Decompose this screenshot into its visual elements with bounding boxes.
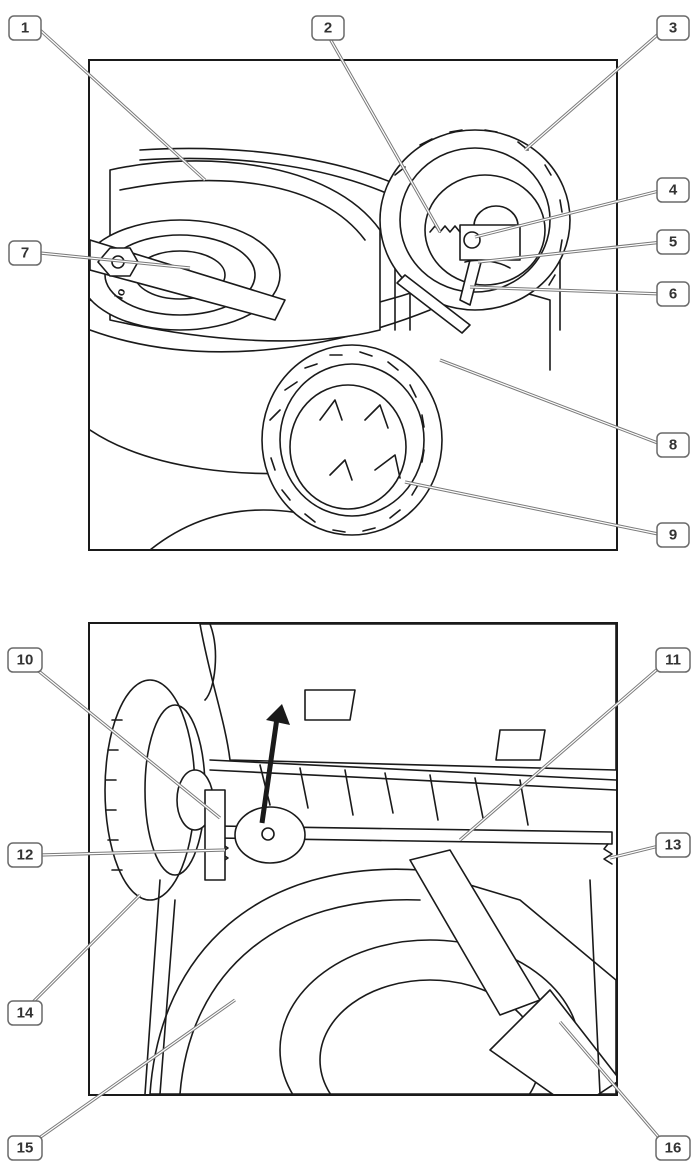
callout-16: 16	[655, 1135, 691, 1161]
callout-15: 15	[7, 1135, 43, 1161]
callout-12: 12	[7, 842, 43, 868]
svg-text:8: 8	[669, 437, 677, 454]
blade-marking: io	[112, 286, 129, 301]
callout-1: 1	[8, 15, 42, 41]
callout-6: 6	[656, 281, 690, 307]
svg-text:10: 10	[17, 652, 34, 669]
callout-9: 9	[656, 522, 690, 548]
svg-text:3: 3	[669, 20, 677, 37]
axle-pin	[463, 231, 481, 249]
svg-text:9: 9	[669, 527, 677, 544]
svg-text:7: 7	[21, 245, 29, 262]
upper-housing	[199, 624, 616, 771]
right-spring	[603, 843, 613, 865]
callout-8: 8	[656, 432, 690, 458]
svg-text:13: 13	[665, 837, 682, 854]
callout-13: 13	[655, 832, 691, 858]
svg-text:11: 11	[665, 652, 681, 669]
callout-14: 14	[7, 1000, 43, 1026]
front-wheel-hub	[289, 384, 407, 510]
handle-bar	[489, 989, 616, 1094]
axle-rod	[396, 274, 471, 334]
svg-text:14: 14	[17, 1005, 34, 1022]
lift-arrow-head	[266, 704, 290, 725]
housing-tab-left	[304, 689, 356, 721]
callout-4: 4	[656, 177, 690, 203]
callout-3: 3	[656, 15, 690, 41]
callout-lines	[23, 28, 670, 1150]
svg-text:2: 2	[324, 20, 332, 37]
callout-7: 7	[8, 240, 42, 266]
pivot-disc	[234, 806, 306, 864]
top-figure: io	[88, 59, 618, 551]
svg-text:12: 12	[17, 847, 34, 864]
housing-tab-right	[495, 729, 546, 761]
front-wheel-treads	[269, 351, 425, 533]
svg-text:1: 1	[21, 20, 29, 37]
svg-text:4: 4	[669, 182, 678, 199]
svg-text:6: 6	[669, 286, 677, 303]
callout-11: 11	[655, 647, 691, 673]
bottom-figure	[88, 622, 618, 1096]
callout-10: 10	[7, 647, 43, 673]
left-wheel-treads	[105, 719, 123, 871]
callout-2: 2	[311, 15, 345, 41]
callout-5: 5	[656, 229, 690, 255]
mower-blade	[90, 239, 286, 321]
lift-arrow-shaft	[259, 717, 280, 824]
svg-text:5: 5	[669, 234, 677, 251]
svg-text:15: 15	[17, 1140, 34, 1157]
svg-text:16: 16	[665, 1140, 682, 1157]
